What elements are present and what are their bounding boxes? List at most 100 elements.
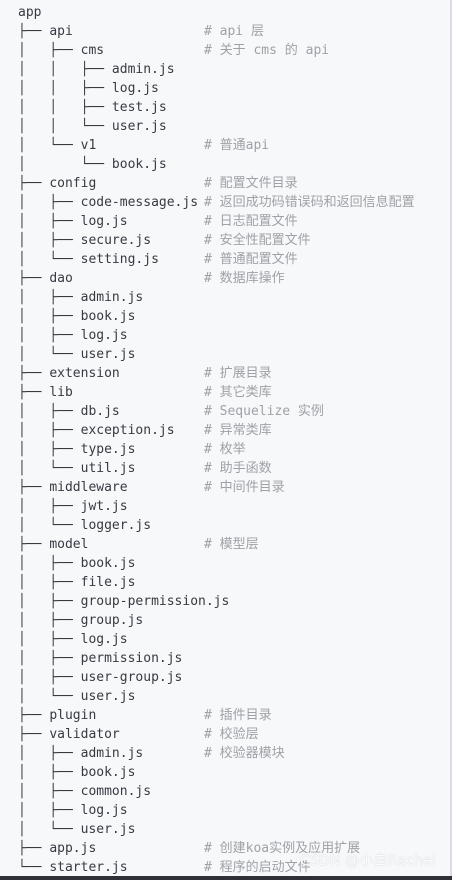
tree-branch: ├── xyxy=(18,24,50,39)
tree-branch: ├── xyxy=(18,366,50,381)
tree-branch: │ └── xyxy=(18,689,81,704)
tree-comment: # 普通配置文件 xyxy=(204,252,298,267)
tree-line: │ ├── code-message.js# 返回成功码错误码和返回信息配置 xyxy=(18,193,415,212)
tree-line: │ └── v1# 普通api xyxy=(18,136,269,155)
tree-entry-name: user.js xyxy=(80,822,136,837)
tree-branch: │ │ ├── xyxy=(18,100,112,115)
bottom-bar xyxy=(0,876,452,880)
tree-line: ├── plugin# 插件目录 xyxy=(18,706,272,725)
tree-entry-name: starter.js xyxy=(49,860,128,875)
tree-entry-name: secure.js xyxy=(80,233,152,248)
tree-branch: │ ├── xyxy=(18,404,81,419)
tree-line: ├── config# 配置文件目录 xyxy=(18,174,298,193)
tree-branch: │ ├── xyxy=(18,594,81,609)
tree-line: │ └── user.js xyxy=(18,687,229,706)
tree-entry-name: log.js xyxy=(80,214,128,229)
tree-comment: # 日志配置文件 xyxy=(204,214,298,229)
tree-entry-name: setting.js xyxy=(80,252,159,267)
tree-entry-name: db.js xyxy=(80,404,120,419)
tree-branch: │ ├── xyxy=(18,613,81,628)
tree-branch: ├── xyxy=(18,385,50,400)
tree-line: │ └── setting.js # 普通配置文件 xyxy=(18,250,298,269)
tree-comment: # 配置文件目录 xyxy=(204,176,298,191)
tree-line: │ ├── group.js xyxy=(18,611,229,630)
tree-line: ├── api # api 层 xyxy=(18,22,264,41)
tree-line: ├── validator # 校验层 xyxy=(18,725,259,744)
tree-branch: │ ├── xyxy=(18,784,81,799)
tree-entry-name: book.js xyxy=(80,309,136,324)
tree-branch: │ ├── xyxy=(18,803,81,818)
tree-branch: ├── xyxy=(18,708,50,723)
tree-branch: ├── xyxy=(18,271,50,286)
watermark: CSDN @小白Rachel xyxy=(299,853,436,869)
tree-comment: # 校验器模块 xyxy=(204,746,285,761)
tree-line: │ ├── book.js xyxy=(18,307,229,326)
tree-comment: # Sequelize 实例 xyxy=(204,404,324,419)
tree-branch: │ ├── xyxy=(18,575,81,590)
tree-line: │ ├── exception.js# 异常类库 xyxy=(18,421,272,440)
tree-branch: │ ├── xyxy=(18,328,81,343)
tree-branch: │ ├── xyxy=(18,233,81,248)
tree-entry-name: admin.js xyxy=(111,62,175,77)
tree-comment: # 其它类库 xyxy=(204,385,272,400)
tree-comment: # 校验层 xyxy=(204,727,259,742)
tree-line: │ ├── log.js# 日志配置文件 xyxy=(18,212,298,231)
tree-entry-name: model xyxy=(49,537,89,552)
tree-entry-name: admin.js xyxy=(80,290,144,305)
tree-line: │ │ └── user.js xyxy=(18,117,229,136)
tree-line: │ └── util.js# 助手函数 xyxy=(18,459,272,478)
tree-branch: │ ├── xyxy=(18,423,81,438)
tree-entry-name: extension xyxy=(49,366,120,381)
tree-line: │ ├── book.js xyxy=(18,554,229,573)
tree-entry-name: lib xyxy=(49,385,73,400)
tree-branch: │ ├── xyxy=(18,43,81,58)
tree-entry-name: exception.js xyxy=(80,423,175,438)
tree-line: ├── app.js# 创建koa实例及应用扩展 xyxy=(18,839,360,858)
tree-entry-name: user.js xyxy=(80,347,136,362)
tree-line: │ ├── user-group.js xyxy=(18,668,229,687)
tree-line: └── starter.js# 程序的启动文件 xyxy=(18,858,311,877)
tree-entry-name: log.js xyxy=(80,803,128,818)
tree-entry-name: validator xyxy=(49,727,120,742)
tree-branch: │ ├── xyxy=(18,499,81,514)
tree-comment: # api 层 xyxy=(204,24,264,39)
tree-branch: ├── xyxy=(18,727,50,742)
tree-entry-name: plugin xyxy=(49,708,97,723)
tree-line: │ ├── db.js # Sequelize 实例 xyxy=(18,402,324,421)
tree-branch: ├── xyxy=(18,480,50,495)
tree-entry-name: group.js xyxy=(80,613,144,628)
tree-line: │ ├── jwt.js xyxy=(18,497,229,516)
tree-line: │ └── logger.js xyxy=(18,516,229,535)
tree-line: app xyxy=(18,3,229,22)
tree-line: │ │ ├── test.js xyxy=(18,98,229,117)
tree-branch: │ └── xyxy=(18,461,81,476)
tree-entry-name: user-group.js xyxy=(80,670,183,685)
tree-entry-name: app xyxy=(18,5,42,20)
tree-line: │ ├── book.js xyxy=(18,763,229,782)
directory-tree: app├── api# api 层│ ├── cms# 关于 cms 的 api… xyxy=(18,3,415,877)
tree-entry-name: type.js xyxy=(80,442,136,457)
tree-entry-name: logger.js xyxy=(80,518,152,533)
tree-line: │ ├── secure.js # 安全性配置文件 xyxy=(18,231,311,250)
tree-line: ├── extension # 扩展目录 xyxy=(18,364,272,383)
tree-comment: # 扩展目录 xyxy=(204,366,272,381)
tree-comment: # 创建koa实例及应用扩展 xyxy=(204,841,361,856)
tree-entry-name: api xyxy=(49,24,73,39)
tree-comment: # 安全性配置文件 xyxy=(204,233,311,248)
tree-line: ├── model# 模型层 xyxy=(18,535,259,554)
tree-entry-name: util.js xyxy=(80,461,136,476)
tree-line: │ ├── file.js xyxy=(18,573,229,592)
tree-line: │ ├── admin.js xyxy=(18,288,229,307)
tree-branch: │ └── xyxy=(18,138,81,153)
tree-branch: │ └── xyxy=(18,252,81,267)
tree-branch: │ ├── xyxy=(18,309,81,324)
tree-comment: # 数据库操作 xyxy=(204,271,285,286)
tree-entry-name: group-permission.js xyxy=(80,594,230,609)
tree-branch: │ ├── xyxy=(18,746,81,761)
tree-line: │ ├── log.js xyxy=(18,326,229,345)
tree-line: │ ├── log.js xyxy=(18,801,229,820)
tree-line: │ ├── type.js# 枚举 xyxy=(18,440,246,459)
tree-branch: │ ├── xyxy=(18,195,81,210)
tree-entry-name: jwt.js xyxy=(80,499,128,514)
